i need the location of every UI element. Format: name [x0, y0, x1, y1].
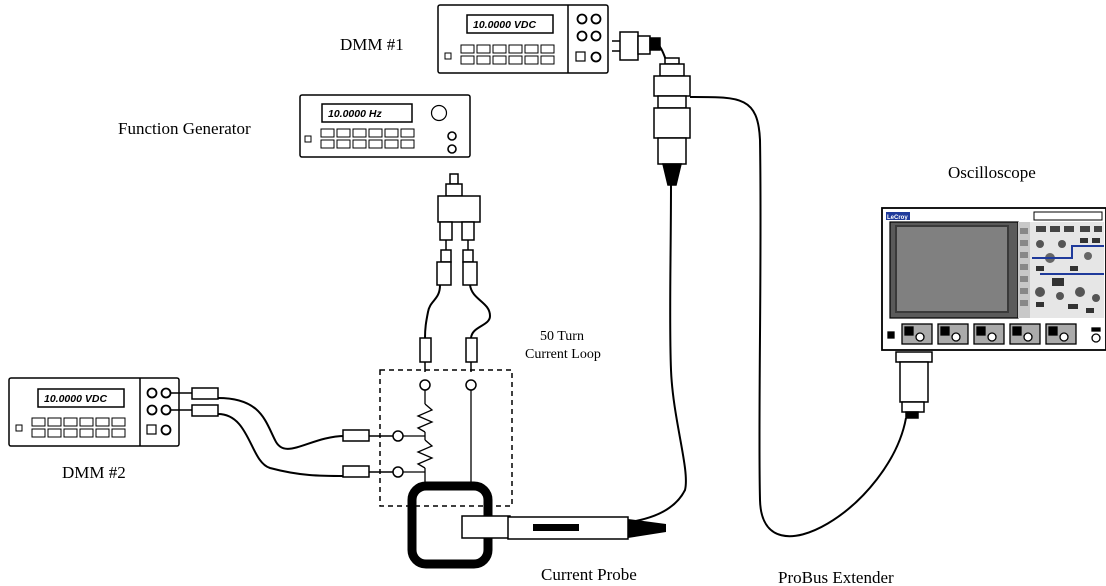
probe-jaw-latch [461, 515, 511, 539]
scope-channel-inputs [887, 323, 1101, 345]
dmm1-keypad [444, 44, 555, 65]
fg-lead-left [424, 284, 441, 339]
fg-display-text: 10.0000 Hz [328, 108, 382, 120]
fg-outputs [447, 131, 457, 154]
current-probe: Current Probe [407, 481, 666, 584]
probus-extender-label: ProBus Extender [778, 568, 894, 586]
loop-input-plugs [419, 337, 478, 372]
current-probe-label: Current Probe [541, 565, 637, 584]
scope-top-strip [1033, 211, 1103, 221]
probe-slider [533, 524, 579, 531]
fg-display [321, 103, 413, 123]
fg-lead-right [469, 284, 492, 339]
loop-wiring [403, 390, 472, 488]
scope-controls [1032, 226, 1104, 313]
dmm2-keypad [15, 417, 126, 438]
dmm2-lead-lower [217, 413, 346, 477]
dmm2-lead-connectors [171, 387, 219, 417]
loop-label-line1: 50 Turn [540, 329, 584, 344]
probe-bnc-adapter [653, 57, 691, 186]
dmm2-jacks [146, 387, 172, 436]
loop-label-line2: Current Loop [525, 347, 601, 362]
dmm1-jacks [575, 13, 602, 63]
fg-bnc-adapter [436, 173, 481, 286]
dmm1-display [466, 14, 554, 34]
scope-screen [895, 225, 1009, 313]
dmm1: 10.0000 VDC DMM #1 [340, 4, 661, 74]
probus-extender [895, 351, 933, 419]
dmm2-label: DMM #2 [62, 463, 126, 482]
dmm2-lead-upper [217, 397, 346, 450]
scope-brand-text: LeCroy [887, 215, 908, 221]
resistor-lower [416, 439, 434, 469]
loop-enclosure [379, 369, 513, 507]
oscilloscope: LeCroy [881, 163, 1106, 351]
scope-brand-logo [886, 212, 910, 220]
probus-cable [689, 95, 907, 538]
dmm2-display [37, 388, 125, 408]
function-generator: 10.0000 Hz Function Generator [118, 94, 481, 286]
dmm2-display-text: 10.0000 VDC [44, 393, 107, 405]
fg-label: Function Generator [118, 119, 251, 138]
loop-terminals [392, 379, 477, 478]
dmm2: 10.0000 VDC DMM #2 [8, 377, 219, 482]
current-loop-fixture: 50 Turn Current Loop [342, 329, 601, 507]
dmm1-label: DMM #1 [340, 35, 404, 54]
dmm1-display-text: 10.0000 VDC [473, 19, 536, 31]
fg-knob [430, 104, 448, 122]
dmm1-banana-adapter [612, 31, 661, 61]
fg-keypad [304, 128, 415, 149]
resistor-upper [416, 403, 434, 433]
oscilloscope-label: Oscilloscope [948, 163, 1036, 182]
dmm2-lead-plugs [342, 429, 393, 478]
scope-side-buttons [1020, 228, 1028, 306]
probe-strain-relief [628, 519, 666, 538]
